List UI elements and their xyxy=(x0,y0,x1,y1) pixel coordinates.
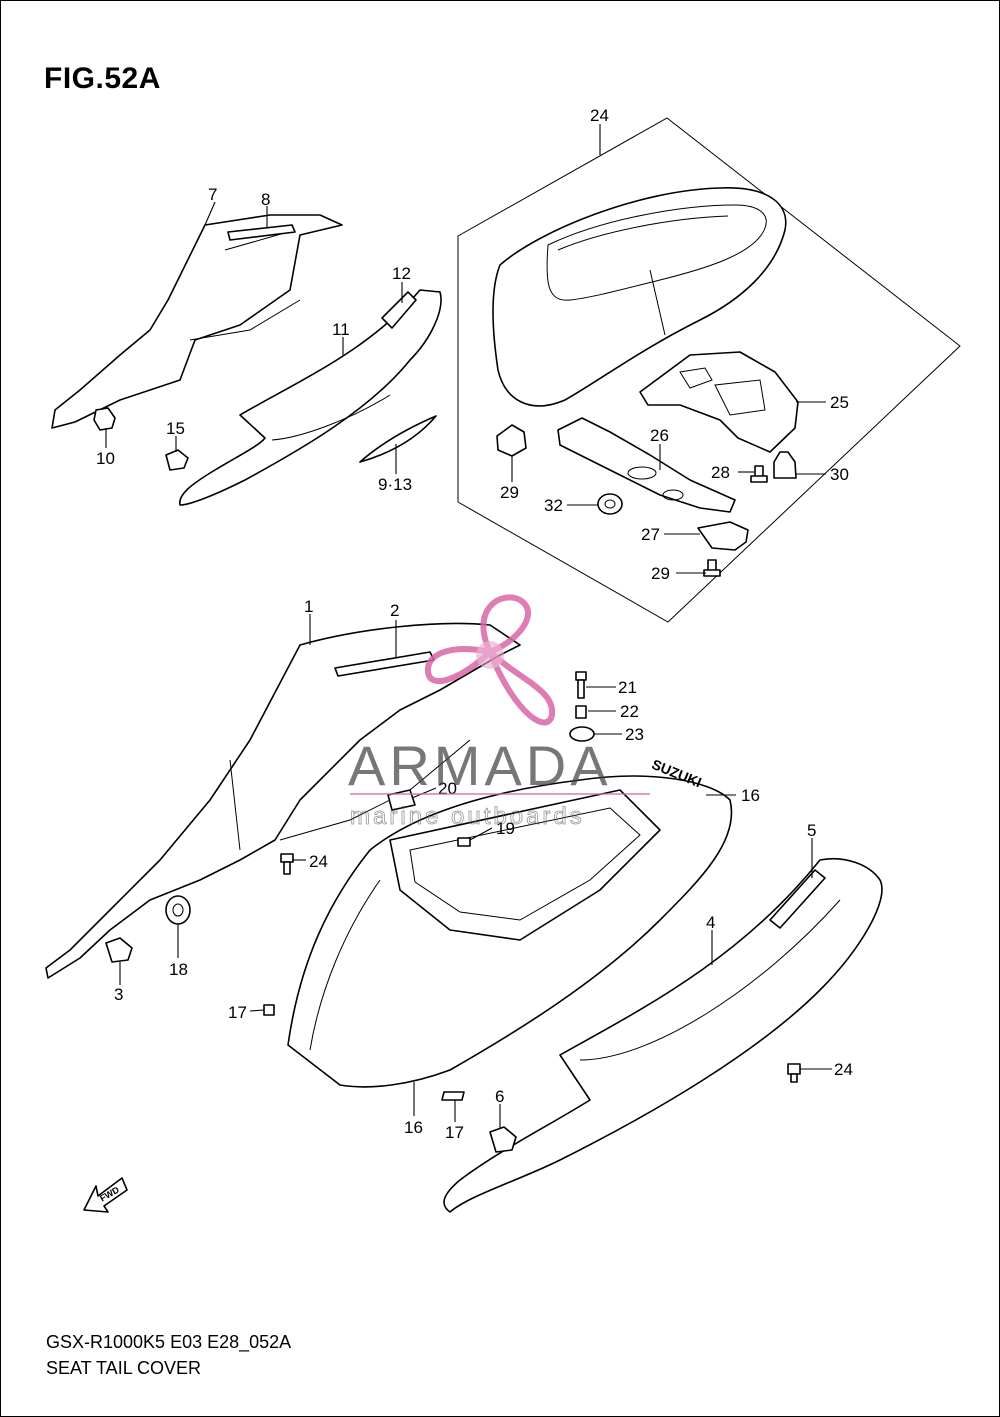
bracket-20[interactable] xyxy=(387,789,416,811)
screw-29-upper[interactable] xyxy=(750,465,768,483)
clip-10[interactable] xyxy=(93,407,116,431)
clip-3[interactable] xyxy=(105,937,133,963)
figure-title: FIG.52A xyxy=(44,62,161,95)
bolt-21[interactable] xyxy=(575,671,587,699)
callout-19: 19 xyxy=(496,819,515,838)
side-light-lens-5[interactable] xyxy=(769,869,826,929)
callout-18: 18 xyxy=(169,960,188,979)
callout-32: 32 xyxy=(544,496,563,515)
cushion-17-left[interactable] xyxy=(263,1004,275,1016)
watermark-brand: ARMADA xyxy=(348,734,612,797)
callout-24-left: 24 xyxy=(309,852,328,871)
callout-27: 26 xyxy=(650,426,669,445)
callout-24-right: 24 xyxy=(834,1060,853,1079)
leader-lines xyxy=(105,124,832,1128)
cushion-30[interactable] xyxy=(496,424,527,457)
inner-tail-frame[interactable] xyxy=(389,789,661,941)
rivet-24-left[interactable] xyxy=(280,853,294,875)
callout-8: 8 xyxy=(261,190,270,209)
seat-cowl[interactable] xyxy=(492,187,787,407)
callout-1: 1 xyxy=(304,597,313,616)
model-code: GSX-R1000K5 E03 E28_052A xyxy=(46,1332,292,1352)
callout-14: 15 xyxy=(166,419,185,438)
fwd-arrow-icon: FWD xyxy=(83,1177,128,1213)
callout-17-bottom: 17 xyxy=(445,1123,464,1142)
callout-25: 24 xyxy=(590,106,609,125)
callout-2: 2 xyxy=(390,601,399,620)
callout-4: 4 xyxy=(706,913,715,932)
diagram-name: SEAT TAIL COVER xyxy=(46,1358,202,1378)
propeller-logo-icon xyxy=(425,594,556,726)
callout-7: 7 xyxy=(208,185,217,204)
callout-29-lower: 29 xyxy=(651,564,670,583)
callout-22: 22 xyxy=(620,702,639,721)
watermark-tagline: marine outboards xyxy=(350,803,585,830)
callout-11: 11 xyxy=(332,320,350,339)
callout-10: 10 xyxy=(96,449,115,468)
armada-watermark: ARMADA marine outboards xyxy=(348,594,650,830)
side-light-lens-8[interactable] xyxy=(227,224,296,241)
seat-cowl-plate[interactable] xyxy=(557,417,736,513)
callout-26: 25 xyxy=(830,393,849,412)
callout-labels: 7 8 11 12 10 15 9·13 24 25 26 28 30 29 3… xyxy=(96,106,853,1142)
cushion-31[interactable] xyxy=(773,451,797,479)
callout-28: 27 xyxy=(641,525,660,544)
collar-22[interactable] xyxy=(575,705,587,719)
clip-6[interactable] xyxy=(489,1126,517,1153)
callout-5: 5 xyxy=(807,821,816,840)
callout-21: 21 xyxy=(618,678,637,697)
callout-30: 29 xyxy=(500,483,519,502)
callout-17-left: 17 xyxy=(228,1003,247,1022)
callout-9-13: 9·13 xyxy=(378,475,412,494)
screw-29-lower[interactable] xyxy=(703,559,721,577)
callout-31: 30 xyxy=(830,465,849,484)
emblem-9-13[interactable] xyxy=(359,415,437,463)
callout-15: 16 xyxy=(404,1118,423,1137)
callout-29-upper: 28 xyxy=(711,463,730,482)
seat-cowl-kit-boundary xyxy=(457,117,961,623)
callout-16: 16 xyxy=(741,786,760,805)
rivet-24-right[interactable] xyxy=(787,1063,801,1083)
bolt-19[interactable] xyxy=(457,837,471,847)
callout-23: 23 xyxy=(625,725,644,744)
clip[interactable] xyxy=(697,521,749,551)
callout-6: 6 xyxy=(495,1087,504,1106)
callout-12: 12 xyxy=(392,264,411,283)
clip-14[interactable] xyxy=(165,449,189,471)
cushion-17-bottom[interactable] xyxy=(441,1091,465,1101)
callout-3: 3 xyxy=(114,985,123,1004)
seat-cowl-bracket[interactable] xyxy=(639,351,799,453)
tail-cover-right-lower[interactable] xyxy=(443,857,883,1213)
grommet-32[interactable] xyxy=(597,493,623,515)
grommet-18[interactable] xyxy=(165,895,191,925)
side-light-lens-12[interactable] xyxy=(381,291,417,329)
